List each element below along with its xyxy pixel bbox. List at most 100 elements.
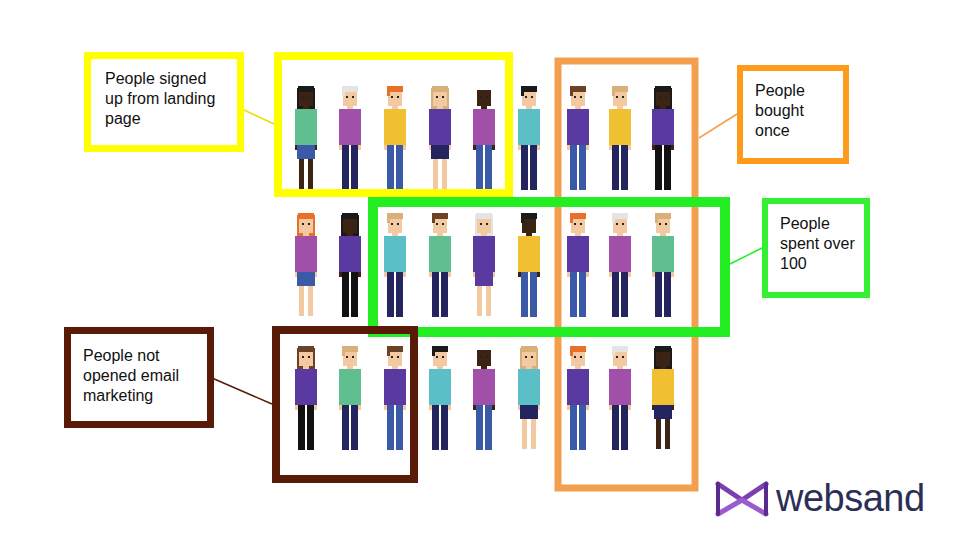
- pixel: [520, 405, 538, 419]
- pixel: [621, 145, 628, 190]
- pixel: [387, 217, 390, 223]
- pixel: [531, 419, 536, 449]
- pixel: [660, 233, 666, 236]
- pixel: [442, 159, 447, 189]
- pixel: [442, 356, 444, 358]
- pixel: [654, 405, 672, 419]
- pixel: [522, 419, 527, 449]
- pixel: [307, 405, 314, 450]
- pixel: [570, 272, 577, 317]
- pixel: [433, 90, 447, 106]
- pixel: [567, 109, 589, 145]
- pixel: [477, 217, 491, 233]
- pixel: [521, 272, 528, 317]
- pixel: [477, 350, 491, 366]
- pixel: [530, 145, 537, 190]
- pixel: [397, 356, 399, 358]
- pixel: [486, 286, 491, 316]
- pixel: [579, 405, 586, 450]
- pixel: [303, 233, 309, 236]
- green-group-frame: [373, 202, 725, 332]
- pixel: [429, 369, 451, 405]
- pixel: [308, 286, 313, 316]
- pixel: [388, 350, 402, 366]
- pixel: [612, 405, 619, 450]
- pixel: [656, 90, 670, 106]
- person-figure: [384, 213, 406, 317]
- pixel: [486, 223, 488, 225]
- pixel: [342, 145, 349, 190]
- pixel: [481, 106, 487, 109]
- pixel: [518, 236, 540, 272]
- pixel: [525, 223, 527, 225]
- pixel: [575, 233, 581, 236]
- pixel: [397, 96, 399, 98]
- pixel: [299, 286, 304, 316]
- pixel: [387, 90, 390, 96]
- pixel: [621, 405, 628, 450]
- pixel: [387, 145, 394, 190]
- pixel: [521, 346, 537, 352]
- pixel: [433, 350, 447, 366]
- leader-lines: [212, 110, 762, 404]
- pixel: [480, 96, 482, 98]
- pixel: [342, 405, 349, 450]
- person-figure: [609, 86, 631, 190]
- pixel: [575, 366, 581, 369]
- leader-line: [244, 110, 274, 124]
- pixel: [664, 145, 671, 190]
- pixel: [652, 236, 674, 272]
- logo-stroke: [718, 500, 766, 514]
- pixel: [655, 217, 658, 223]
- pixel: [571, 217, 585, 233]
- pixel: [384, 369, 406, 405]
- pixel: [522, 90, 536, 106]
- pixel: [346, 223, 348, 225]
- leader-line: [699, 114, 737, 138]
- pixel: [521, 217, 524, 223]
- pixel: [476, 405, 483, 450]
- pixel: [531, 223, 533, 225]
- pixel: [521, 90, 524, 96]
- pixel: [481, 233, 487, 236]
- person-figure: [609, 346, 631, 450]
- person-figure: [567, 346, 589, 450]
- pixel: [660, 366, 666, 369]
- pixel: [343, 217, 357, 233]
- pixel: [570, 405, 577, 450]
- pixel: [351, 145, 358, 190]
- pixel: [655, 145, 662, 190]
- pixel: [299, 90, 313, 106]
- brown-group-frame: [276, 330, 414, 479]
- pixel: [352, 96, 354, 98]
- logo-stroke: [764, 484, 768, 514]
- pixel: [347, 233, 353, 236]
- person-figure: [339, 86, 361, 190]
- green-label-box: People spent over 100: [762, 198, 870, 298]
- logo-wordmark: websand: [776, 476, 925, 520]
- pixel: [486, 96, 488, 98]
- pixel: [652, 369, 674, 405]
- pixel: [342, 350, 345, 356]
- pixel: [339, 109, 361, 145]
- pixel: [617, 233, 623, 236]
- logo-stroke: [716, 484, 720, 514]
- pixel: [437, 233, 443, 236]
- pixel: [659, 223, 661, 225]
- pixel: [580, 223, 582, 225]
- pixel: [531, 96, 533, 98]
- pixel: [297, 272, 315, 286]
- pixel: [613, 90, 627, 106]
- pixel: [295, 109, 317, 145]
- orange-group-frame: [558, 61, 695, 488]
- pixel: [580, 96, 582, 98]
- pixel: [436, 96, 438, 98]
- pixel: [339, 369, 361, 405]
- person-figure: [473, 90, 495, 190]
- pixel: [616, 223, 618, 225]
- pixel: [476, 145, 483, 190]
- pixel: [475, 272, 493, 286]
- pixel: [392, 106, 398, 109]
- pixel: [609, 369, 631, 405]
- pixel: [621, 272, 628, 317]
